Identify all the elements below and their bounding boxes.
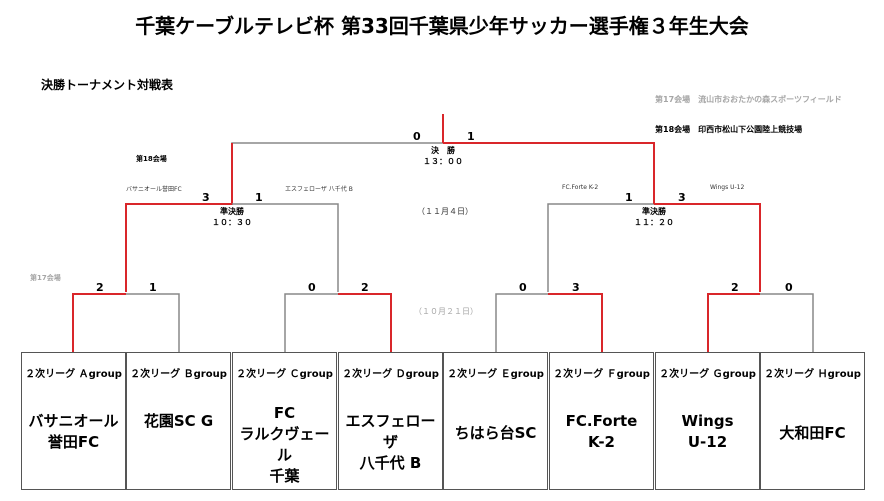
team-name: エスフェローザ 八千代 B (345, 412, 436, 472)
quarter-3-line-a (495, 293, 548, 352)
venue-18-label: 第18会場 印西市松山下公園陸上競技場 (655, 125, 803, 134)
venue-17-marker: 第17会場 (30, 274, 61, 282)
semi-right-label: 準決勝 １１：２０ (624, 206, 684, 228)
quarter-1-line-b (126, 293, 180, 352)
quarter-4-line-b (760, 293, 814, 352)
semi-left-score-right: 1 (255, 191, 263, 204)
team-name: ちはら台SC (454, 424, 537, 442)
semi-right-line-a (547, 203, 654, 292)
team-league: ２次リーグ Ｃgroup (236, 369, 333, 380)
team-name: バサニオール 誉田FC (28, 412, 119, 451)
team-name: FC.Forte K-2 (565, 412, 638, 451)
team-box-h: ２次リーグ Ｈgroup 大和田FC (760, 352, 865, 490)
quarters-date: （１０月２１日） (414, 307, 478, 316)
team-name: 花園SC G (143, 412, 214, 430)
quarter-4-score-right: 0 (785, 281, 793, 294)
quarter-2-line-b (338, 293, 392, 352)
final-name: 決 勝 (431, 146, 455, 155)
final-line-right (443, 142, 655, 201)
team-name: FC ラルクヴェール 千葉 (239, 404, 330, 485)
semi-right-team-left: FC.Forte K-2 (562, 184, 599, 191)
quarter-4-score-left: 2 (731, 281, 739, 294)
semi-left-time: １０：３０ (212, 218, 252, 227)
quarter-1-line-a (72, 293, 126, 352)
semi-left-team-right: エスフェローザ 八千代 B (285, 186, 353, 193)
team-league: ２次リーグ Ｈgroup (764, 369, 861, 380)
semi-left-line-b (232, 203, 339, 292)
semi-right-team-right: Wings U-12 (710, 184, 745, 191)
semi-left-name: 準決勝 (220, 207, 244, 216)
semi-left-line-a (125, 143, 233, 292)
venue-18-marker: 第18会場 (136, 155, 167, 163)
team-box-c: ２次リーグ Ｃgroup FC ラルクヴェール 千葉 (232, 352, 337, 490)
semi-left-score-left: 3 (202, 191, 210, 204)
quarter-3-line-b (548, 293, 603, 352)
team-box-a: ２次リーグ Ａgroup バサニオール 誉田FC (21, 352, 126, 490)
quarter-1-score-right: 1 (149, 281, 157, 294)
page-title: 千葉ケーブルテレビ杯 第33回千葉県少年サッカー選手権３年生大会 (135, 14, 749, 38)
team-box-b: ２次リーグ Ｂgroup 花園SC G (126, 352, 231, 490)
team-league: ２次リーグ Ｇgroup (659, 369, 756, 380)
final-score-right: 1 (467, 130, 475, 143)
quarter-2-score-left: 0 (308, 281, 316, 294)
semi-right-score-right: 3 (678, 191, 686, 204)
semi-right-score-left: 1 (625, 191, 633, 204)
team-box-g: ２次リーグ Ｇgroup Wings U-12 (655, 352, 760, 490)
semi-right-time: １１：２０ (634, 218, 674, 227)
final-score-left: 0 (413, 130, 421, 143)
semi-left-team-left: バサニオール誉田FC (126, 186, 182, 193)
team-league: ２次リーグ Ｆgroup (553, 369, 650, 380)
semi-right-line-b (654, 203, 761, 292)
quarter-1-score-left: 2 (96, 281, 104, 294)
final-time: １３：００ (423, 157, 463, 166)
semi-left-label: 準決勝 １０：３０ (202, 206, 262, 228)
team-league: ２次リーグ Ａgroup (25, 369, 122, 380)
semis-date: （１１月４日） (417, 207, 473, 216)
quarter-3-score-left: 0 (519, 281, 527, 294)
quarter-2-score-right: 2 (361, 281, 369, 294)
venue-17-label: 第17会場 流山市おおたかの森スポーツフィールド (655, 95, 842, 104)
team-league: ２次リーグ Ｄgroup (342, 369, 439, 380)
semi-right-name: 準決勝 (642, 207, 666, 216)
team-name: 大和田FC (779, 424, 846, 442)
team-box-f: ２次リーグ Ｆgroup FC.Forte K-2 (549, 352, 654, 490)
team-box-d: ２次リーグ Ｄgroup エスフェローザ 八千代 B (338, 352, 443, 490)
quarter-3-score-right: 3 (572, 281, 580, 294)
team-league: ２次リーグ Ｂgroup (130, 369, 227, 380)
team-league: ２次リーグ Ｅgroup (447, 369, 544, 380)
team-name: Wings U-12 (681, 412, 734, 451)
final-label: 決 勝 １３：００ (413, 145, 473, 167)
team-box-e: ２次リーグ Ｅgroup ちはら台SC (443, 352, 548, 490)
quarter-4-line-a (707, 293, 760, 352)
quarter-2-line-a (284, 293, 338, 352)
bracket-subtitle: 決勝トーナメント対戦表 (41, 78, 174, 92)
